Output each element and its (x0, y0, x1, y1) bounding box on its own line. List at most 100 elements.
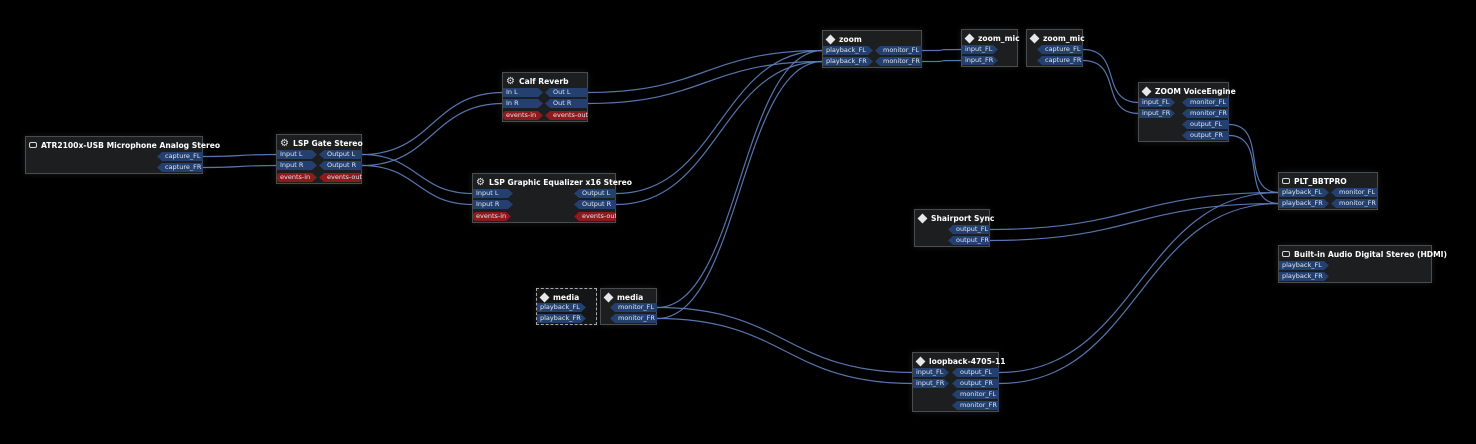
input-port-input-fr[interactable]: input_FR (1139, 109, 1175, 118)
connection-wire[interactable] (656, 60, 824, 320)
output-port-capture-fl[interactable]: capture_FL (157, 152, 203, 161)
connection-wire[interactable] (202, 164, 278, 169)
connection-wire[interactable] (1228, 134, 1280, 205)
input-port-in-l[interactable]: In L (503, 88, 543, 97)
input-port-input-fr[interactable]: input_FR (913, 379, 949, 388)
node-atr2100x-microphone[interactable]: ▭ATR2100x-USB Microphone Analog Stereo c… (25, 136, 220, 174)
output-port-monitor-fr[interactable]: monitor_FR (875, 57, 922, 66)
input-port-input-l[interactable]: Input L (473, 189, 513, 198)
midi-output-port-events-out[interactable]: events-out (319, 173, 362, 182)
output-port-output-fr[interactable]: output_FR (948, 236, 990, 245)
connection-wire[interactable] (587, 49, 824, 94)
connection-wire[interactable] (656, 306, 914, 374)
connection-wire[interactable] (989, 202, 1280, 242)
node-media-input[interactable]: ◆media playback_FL playback_FR (536, 288, 597, 325)
output-port-output-r[interactable]: Output R (319, 161, 362, 170)
connection-wire[interactable] (921, 59, 963, 63)
output-port-output-fl[interactable]: output_FL (1182, 120, 1229, 129)
node-title: LSP Graphic Equalizer x16 Stereo (489, 177, 632, 187)
input-port-input-fl[interactable]: input_FL (962, 45, 998, 54)
node-title: zoom (839, 34, 862, 44)
output-port-monitor-fl[interactable]: monitor_FL (875, 46, 922, 55)
connection-wire[interactable] (656, 317, 914, 385)
input-port-input-r[interactable]: Input R (473, 200, 513, 209)
input-port-input-r[interactable]: Input R (277, 161, 317, 170)
node-lsp-graphic-equalizer[interactable]: ⚙LSP Graphic Equalizer x16 Stereo Input … (472, 173, 632, 223)
output-port-output-fr[interactable]: output_FR (1182, 131, 1229, 140)
input-port-playback-fl[interactable]: playback_FL (823, 46, 873, 55)
input-port-input-fl[interactable]: input_FL (913, 368, 949, 377)
input-port-input-fr[interactable]: input_FR (962, 56, 998, 65)
output-port-monitor-fl[interactable]: monitor_FL (1331, 188, 1378, 197)
output-port-output-l[interactable]: Output L (319, 150, 362, 159)
input-port-playback-fl[interactable]: playback_FL (537, 303, 586, 312)
node-title: media (617, 292, 644, 302)
output-port-monitor-fr[interactable]: monitor_FR (952, 401, 999, 410)
connection-wire[interactable] (202, 153, 278, 158)
output-port-output-fl[interactable]: output_FL (952, 368, 999, 377)
node-plt-bbtpro[interactable]: ▭PLT_BBTPRO playback_FL playback_FR moni… (1278, 172, 1378, 210)
connection-wire[interactable] (361, 102, 504, 167)
output-port-output-fl[interactable]: output_FL (948, 225, 990, 234)
connection-wire[interactable] (615, 60, 824, 206)
connection-wire[interactable] (361, 153, 474, 195)
output-port-output-r[interactable]: Output R (574, 200, 616, 209)
node-zoom-mic-output[interactable]: ◆zoom_mic capture_FL capture_FR (1026, 29, 1085, 67)
input-port-playback-fl[interactable]: playback_FL (1279, 261, 1329, 270)
node-calf-reverb[interactable]: ⚙Calf Reverb In L In R events-in Out L O… (502, 72, 588, 122)
output-port-monitor-fr[interactable]: monitor_FR (1331, 199, 1378, 208)
output-port-out-l[interactable]: Out L (545, 88, 588, 97)
output-port-out-r[interactable]: Out R (545, 99, 588, 108)
midi-output-port-events-out[interactable]: events-out (545, 111, 588, 120)
input-port-playback-fr[interactable]: playback_FR (537, 314, 586, 323)
midi-input-port-events-in[interactable]: events-in (277, 173, 317, 182)
connection-wire[interactable] (615, 49, 824, 195)
output-port-capture-fr[interactable]: capture_FR (157, 163, 203, 172)
input-port-input-fl[interactable]: input_FL (1139, 98, 1175, 107)
node-loopback-4705-11[interactable]: ◆loopback-4705-11 input_FL input_FR outp… (912, 352, 1006, 412)
connection-wire[interactable] (1228, 123, 1280, 194)
node-title: zoom_mic (978, 33, 1020, 43)
connection-wire[interactable] (998, 191, 1280, 374)
connection-wire[interactable] (921, 48, 963, 52)
midi-output-port-events-out[interactable]: events-out (574, 212, 616, 221)
output-port-output-l[interactable]: Output L (574, 189, 616, 198)
soundcard-icon: ▭ (29, 142, 37, 148)
connection-wire[interactable] (1082, 59, 1140, 115)
node-zoom-voiceengine[interactable]: ◆ZOOM VoiceEngine input_FL input_FR moni… (1138, 82, 1236, 142)
output-port-output-fr[interactable]: output_FR (952, 379, 999, 388)
output-port-monitor-fl[interactable]: monitor_FL (952, 390, 999, 399)
output-port-monitor-fl[interactable]: monitor_FL (610, 303, 657, 312)
input-port-in-r[interactable]: In R (503, 99, 543, 108)
output-port-monitor-fr[interactable]: monitor_FR (1182, 109, 1229, 118)
output-port-monitor-fr[interactable]: monitor_FR (610, 314, 657, 323)
connection-wire[interactable] (1082, 48, 1140, 104)
input-port-playback-fr[interactable]: playback_FR (1279, 199, 1329, 208)
node-title: zoom_mic (1043, 33, 1085, 43)
midi-input-port-events-in[interactable]: events-in (473, 212, 511, 221)
node-shairport-sync[interactable]: ◆Shairport Sync output_FL output_FR (914, 209, 994, 247)
node-lsp-gate-stereo[interactable]: ⚙LSP Gate Stereo Input L Input R events-… (276, 134, 363, 184)
connection-wire[interactable] (361, 91, 504, 156)
connection-wire[interactable] (656, 49, 824, 309)
midi-input-port-events-in[interactable]: events-in (503, 111, 543, 120)
node-zoom[interactable]: ◆zoom playback_FL playback_FR monitor_FL… (822, 30, 922, 68)
input-port-playback-fr[interactable]: playback_FR (1279, 272, 1329, 281)
connection-wire[interactable] (587, 60, 824, 105)
node-media-output[interactable]: ◆media monitor_FL monitor_FR (600, 288, 657, 325)
connection-wire[interactable] (361, 164, 474, 206)
gear-icon: ⚙ (280, 137, 289, 149)
connection-wire[interactable] (989, 191, 1280, 231)
input-port-playback-fl[interactable]: playback_FL (1279, 188, 1329, 197)
app-icon: ◆ (539, 292, 550, 302)
gear-icon: ⚙ (506, 75, 515, 87)
output-port-capture-fl[interactable]: capture_FL (1037, 45, 1083, 54)
node-built-in-audio-hdmi[interactable]: ▭Built-in Audio Digital Stereo (HDMI) pl… (1278, 245, 1447, 283)
output-port-monitor-fl[interactable]: monitor_FL (1182, 98, 1229, 107)
node-zoom-mic-input[interactable]: ◆zoom_mic input_FL input_FR (961, 29, 1020, 67)
input-port-input-l[interactable]: Input L (277, 150, 317, 159)
connection-wire[interactable] (998, 202, 1280, 385)
input-port-playback-fr[interactable]: playback_FR (823, 57, 873, 66)
output-port-capture-fr[interactable]: capture_FR (1037, 56, 1083, 65)
